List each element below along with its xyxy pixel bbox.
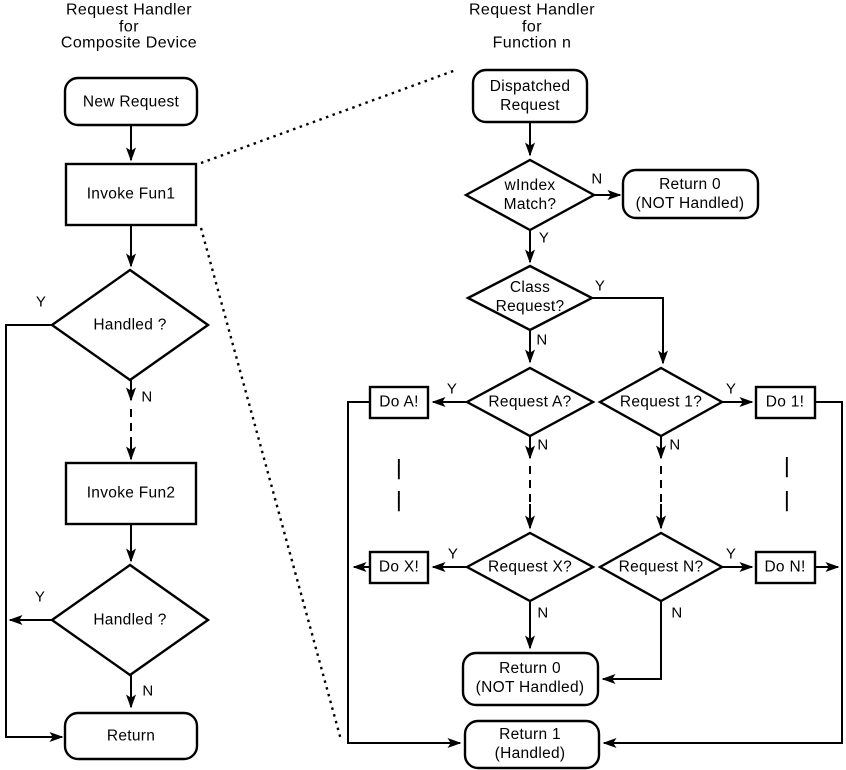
return1-label: Return 1 (Handled) [495,725,566,763]
request-x-decision [464,531,596,603]
request-a-decision [464,366,596,438]
do-1-process [754,385,817,420]
new-request-terminator [63,76,199,127]
requestn-no-label: N [671,604,683,622]
handled1-yes-label: Y [35,293,47,311]
edge-requestn-no-to-return0 [601,601,662,684]
handled2-no-label: N [142,682,154,700]
left-chart-title: Request Handler for Composite Device [61,2,197,52]
request1-no-label: N [669,436,681,454]
dispatched-request-terminator [471,68,589,124]
request-n-decision [597,531,725,603]
windex-line2: Match? [503,196,557,213]
continuation-mark-right-2: | [784,488,790,512]
class-request-label: Class Request? [496,278,565,316]
dispatched-request-label: Dispatched Request [490,77,571,115]
dispatched-line2: Request [500,97,560,114]
continuation-mark-left-2: | [396,488,402,512]
right-title-line1: Request Handler [468,1,596,19]
return1-line2: (Handled) [494,745,566,762]
request-a-label: Request A? [488,393,572,411]
return1-terminator [463,719,601,770]
do-x-label: Do X! [378,558,420,576]
dispatched-line1: Dispatched [489,78,571,95]
do-n-label: Do N! [764,558,806,576]
edge-doa-to-return1 [347,401,462,748]
windex-no-label: N [591,170,603,188]
class-yes-label: Y [594,277,606,295]
windex-yes-label: Y [538,229,550,247]
class-request-decision [465,264,595,332]
return-terminator [63,711,199,761]
request1-yes-label: Y [725,380,737,398]
handled1-label: Handled ? [93,316,167,334]
return0-bottom-terminator [461,651,600,707]
return1-line1: Return 1 [499,726,561,743]
windex-match-label: wIndex Match? [504,176,557,214]
handled1-decision [49,268,211,382]
do-x-process [368,550,430,585]
windex-match-decision [463,158,597,232]
requesta-no-label: N [537,436,549,454]
left-title-line2: for [119,17,139,35]
return-label: Return [106,727,156,745]
request-n-label: Request N? [618,558,704,576]
return0-bottom-label: Return 0 (NOT Handled) [476,659,585,697]
requestx-no-label: N [537,604,549,622]
left-title-line1: Request Handler [65,1,193,19]
invoke-fun2-label: Invoke Fun2 [86,484,176,502]
return0-top-line1: Return 0 [659,176,721,193]
requestn-yes-label: Y [725,545,737,563]
continuation-mark-left-1: | [396,456,402,480]
class-line2: Request? [495,298,565,315]
zoom-link-bottom-dotted-line [199,227,343,741]
request-1-label: Request 1? [619,393,703,411]
edge-do1-to-return1 [602,401,843,748]
return0-top-terminator [621,168,760,220]
return0-top-line2: (NOT Handled) [635,195,745,212]
new-request-label: New Request [82,93,180,111]
invoke-fun1-process [64,162,198,227]
return0-bottom-line1: Return 0 [499,660,561,677]
handled2-yes-label: Y [34,588,46,606]
requestx-yes-label: Y [447,545,459,563]
do-1-label: Do 1! [765,393,805,411]
invoke-fun1-label: Invoke Fun1 [86,185,176,203]
do-n-process [754,550,817,585]
return0-top-label: Return 0 (NOT Handled) [636,175,745,213]
do-a-label: Do A! [379,393,419,411]
do-a-process [368,385,430,420]
handled1-no-label: N [141,388,153,406]
continuation-mark-right-1: | [784,454,790,478]
right-title-line3: Function n [492,34,572,52]
return0-bottom-line2: (NOT Handled) [475,679,585,696]
request-1-decision [597,366,725,438]
right-chart-title: Request Handler for Function n [469,2,595,52]
windex-line1: wIndex [504,177,556,194]
handled2-label: Handled ? [93,611,167,629]
invoke-fun2-process [64,461,198,526]
handled2-decision [49,563,211,677]
left-title-line3: Composite Device [60,34,198,52]
edge-class-yes-to-request1 [592,297,668,365]
class-line1: Class [509,279,551,296]
request-x-label: Request X? [488,558,572,576]
class-no-label: N [536,331,548,349]
edge-handled1-yes-to-return [5,324,64,742]
requesta-yes-label: Y [446,380,458,398]
right-title-line2: for [522,17,542,35]
zoom-link-top-dotted-line [200,68,457,165]
